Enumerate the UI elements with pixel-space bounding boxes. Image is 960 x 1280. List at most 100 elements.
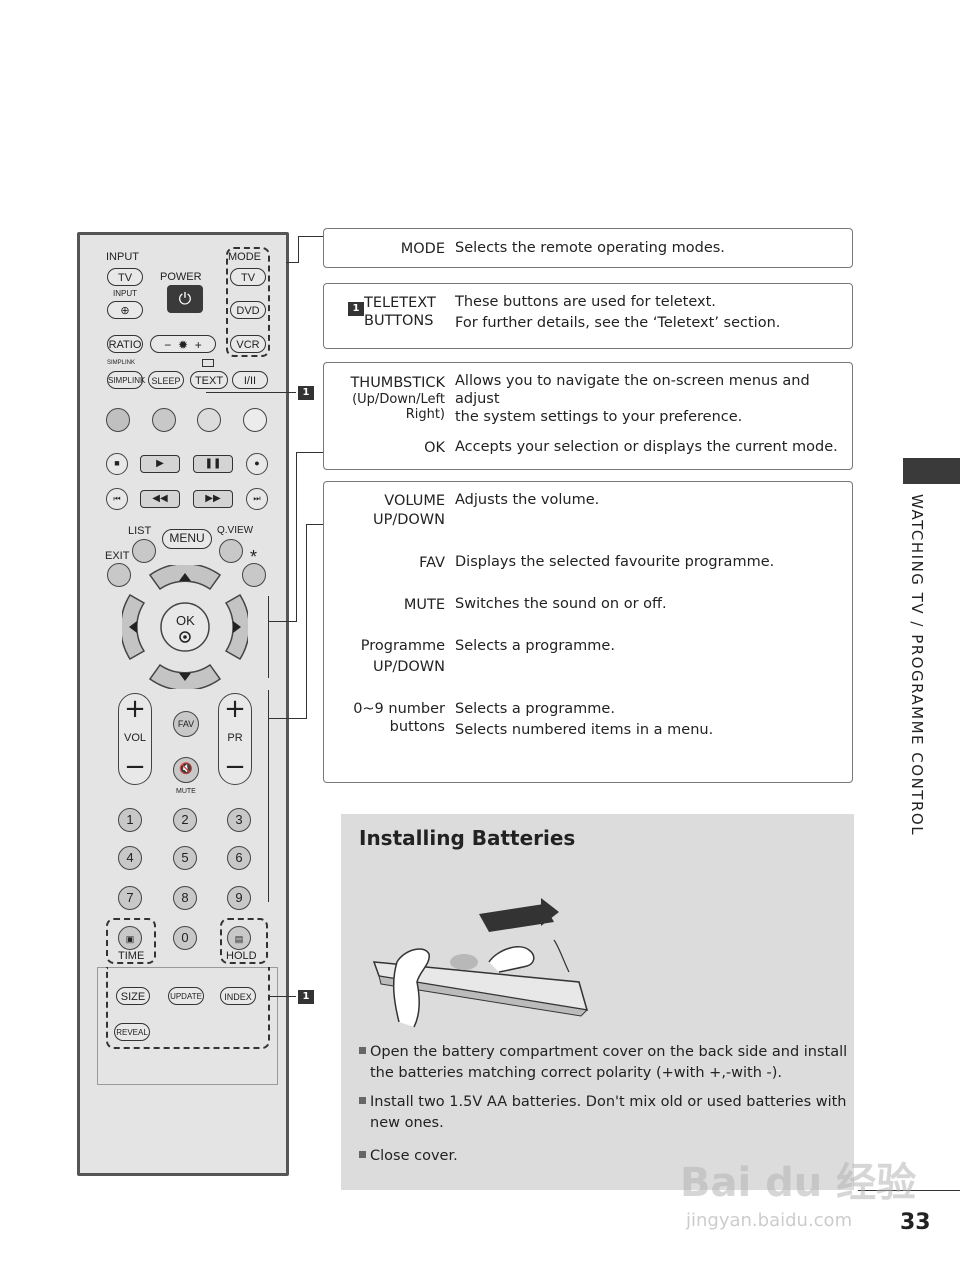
size-button[interactable]: SIZE bbox=[116, 987, 150, 1005]
ok-term: OK bbox=[424, 440, 445, 456]
mode-vcr-button[interactable]: VCR bbox=[230, 335, 266, 353]
hold-label: HOLD bbox=[226, 950, 257, 962]
hold-button[interactable]: ▤ bbox=[227, 926, 251, 950]
mode-label: MODE bbox=[228, 251, 261, 263]
brightness-control[interactable]: − ✹ + bbox=[150, 335, 216, 353]
teletext-term-line2: BUTTONS bbox=[364, 313, 434, 329]
list-button[interactable] bbox=[132, 539, 156, 563]
bullet-text-cont: new ones. bbox=[370, 1115, 444, 1131]
power-button[interactable]: ⏻ bbox=[167, 285, 203, 313]
star-button[interactable] bbox=[242, 563, 266, 587]
yellow-button[interactable] bbox=[197, 408, 221, 432]
pause-button[interactable]: ❚❚ bbox=[193, 455, 233, 473]
bullet-text: Close cover. bbox=[370, 1148, 458, 1164]
pr-label: PR bbox=[227, 732, 243, 744]
input-source-icon: ⊕ bbox=[120, 305, 130, 317]
thumbstick-box: THUMBSTICK (Up/Down/Left Right) Allows y… bbox=[323, 362, 853, 470]
leader-line bbox=[306, 524, 324, 525]
bullet-item: Close cover. bbox=[359, 1146, 458, 1167]
simplink-button[interactable]: SIMPLINK bbox=[107, 371, 145, 389]
fast-forward-button[interactable]: ▶▶ bbox=[193, 490, 233, 508]
qview-label: Q.VIEW bbox=[217, 525, 254, 536]
time-label: TIME bbox=[118, 950, 145, 962]
number-button-0[interactable]: 0 bbox=[173, 926, 197, 950]
star-label: * bbox=[250, 547, 258, 567]
vol-label: VOL bbox=[123, 732, 146, 744]
number-button-1[interactable]: 1 bbox=[118, 808, 142, 832]
rewind-button[interactable]: ◀◀ bbox=[140, 490, 180, 508]
mode-group-outline bbox=[226, 247, 270, 357]
next-button[interactable]: ⏭ bbox=[246, 488, 268, 510]
teletext-badge-wrap: 1 bbox=[348, 296, 364, 316]
reveal-button[interactable]: REVEAL bbox=[114, 1023, 150, 1041]
bullet-item: Install two 1.5V AA batteries. Don't mix… bbox=[359, 1092, 847, 1134]
rewind-icon: ◀◀ bbox=[152, 493, 168, 504]
input-small-label: INPUT bbox=[113, 289, 137, 298]
leader-line bbox=[296, 452, 297, 622]
teletext-term-line1: TELETEXT bbox=[364, 295, 436, 311]
side-tab-title: WATCHING TV / PROGRAMME CONTROL bbox=[908, 494, 926, 837]
volume-rocker[interactable]: + VOL − bbox=[118, 693, 152, 785]
bullet-text: Open the battery compartment cover on th… bbox=[370, 1044, 848, 1060]
time-button[interactable]: ▣ bbox=[118, 926, 142, 950]
leader-line bbox=[296, 452, 324, 453]
ratio-button[interactable]: RATIO bbox=[107, 335, 143, 353]
pause-icon: ❚❚ bbox=[204, 458, 222, 469]
index-button[interactable]: INDEX bbox=[220, 987, 256, 1005]
fav-button[interactable]: FAV bbox=[173, 711, 199, 737]
thumbstick[interactable] bbox=[122, 565, 248, 689]
leader-line bbox=[270, 996, 296, 997]
teletext-group-outline bbox=[106, 967, 270, 1049]
volume-term-line1: VOLUME bbox=[384, 493, 445, 509]
mode-tv-button[interactable]: TV bbox=[230, 268, 266, 286]
skip-back-icon: ⏮ bbox=[113, 494, 121, 503]
volume-up-icon: + bbox=[124, 694, 146, 724]
leader-line bbox=[286, 262, 298, 263]
thumbstick-term: THUMBSTICK (Up/Down/Left Right) bbox=[324, 374, 445, 422]
ok-label: OK bbox=[176, 613, 195, 628]
volume-term-line2: UP/DOWN bbox=[372, 512, 445, 528]
stop-button[interactable]: ■ bbox=[106, 453, 128, 475]
number-button-6[interactable]: 6 bbox=[227, 846, 251, 870]
tv-input-button[interactable]: TV bbox=[107, 268, 143, 286]
leader-line bbox=[268, 718, 306, 719]
update-button[interactable]: UPDATE bbox=[168, 987, 204, 1005]
qview-button[interactable] bbox=[219, 539, 243, 563]
record-button[interactable]: ● bbox=[246, 453, 268, 475]
number-button-7[interactable]: 7 bbox=[118, 886, 142, 910]
green-button[interactable] bbox=[152, 408, 176, 432]
teletext-desc: These buttons are used for teletext. For… bbox=[455, 292, 780, 334]
sleep-button[interactable]: SLEEP bbox=[148, 371, 184, 389]
skip-forward-icon: ⏭ bbox=[253, 494, 261, 503]
exit-label: EXIT bbox=[105, 550, 130, 562]
programme-desc: Selects a programme. bbox=[455, 638, 615, 654]
number-button-4[interactable]: 4 bbox=[118, 846, 142, 870]
plus-icon: + bbox=[194, 338, 202, 352]
play-button[interactable]: ▶ bbox=[140, 455, 180, 473]
input-button[interactable]: ⊕ bbox=[107, 301, 143, 319]
number-button-8[interactable]: 8 bbox=[173, 886, 197, 910]
programme-rocker[interactable]: + PR − bbox=[218, 693, 252, 785]
mode-dvd-button[interactable]: DVD bbox=[230, 301, 266, 319]
bullet-icon bbox=[359, 1151, 366, 1158]
previous-button[interactable]: ⏮ bbox=[106, 488, 128, 510]
blue-button[interactable] bbox=[243, 408, 267, 432]
i-ii-button[interactable]: I/II bbox=[232, 371, 268, 389]
number-button-9[interactable]: 9 bbox=[227, 886, 251, 910]
number-button-3[interactable]: 3 bbox=[227, 808, 251, 832]
mute-button[interactable]: 🔇 bbox=[173, 757, 199, 783]
fast-forward-icon: ▶▶ bbox=[205, 493, 221, 504]
red-button[interactable] bbox=[106, 408, 130, 432]
callout-badge: 1 bbox=[298, 386, 314, 400]
bullet-item: Open the battery compartment cover on th… bbox=[359, 1042, 847, 1084]
numbers-desc: Selects a programme. Selects numbered it… bbox=[455, 699, 713, 741]
exit-button[interactable] bbox=[107, 563, 131, 587]
menu-button[interactable]: MENU bbox=[162, 529, 212, 549]
time-icon: ▣ bbox=[125, 934, 135, 944]
hold-icon: ▤ bbox=[234, 934, 244, 944]
numbers-term-line1: 0~9 number bbox=[353, 701, 445, 717]
number-button-5[interactable]: 5 bbox=[173, 846, 197, 870]
number-button-2[interactable]: 2 bbox=[173, 808, 197, 832]
text-button[interactable]: TEXT bbox=[190, 371, 228, 389]
mute-term: MUTE bbox=[403, 597, 445, 613]
